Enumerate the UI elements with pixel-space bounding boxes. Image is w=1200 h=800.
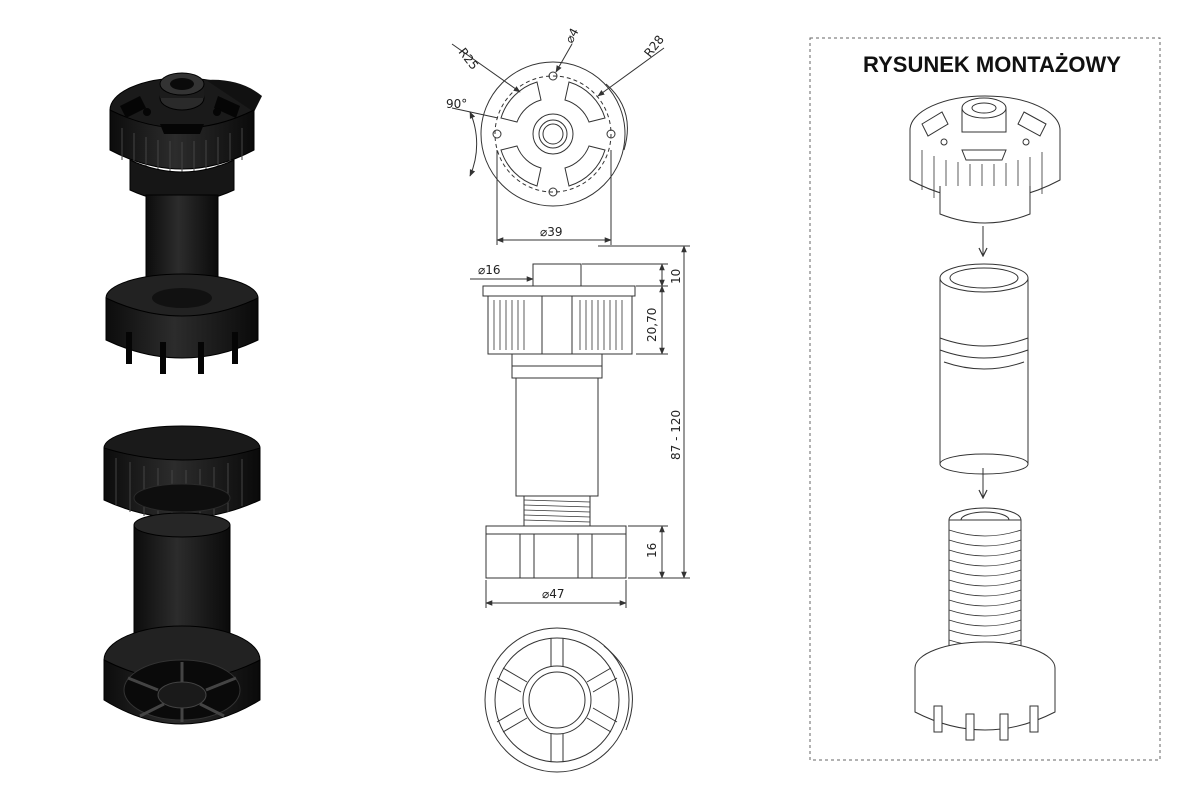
dim-top-height: 10 — [669, 269, 683, 284]
dim-base-height: 16 — [645, 543, 659, 558]
dim-angle: 90° — [446, 97, 467, 111]
dim-top-diameter: ⌀16 — [478, 263, 501, 277]
assembly-tube-part — [939, 263, 1029, 475]
bottom-view-drawing — [484, 627, 633, 773]
dim-diameter-39: ⌀39 — [540, 225, 563, 239]
dim-r28: R28 — [641, 33, 667, 60]
dim-head-height: 20,70 — [645, 308, 659, 342]
product-render-top — [105, 72, 262, 374]
dim-base-diameter: ⌀47 — [542, 587, 565, 601]
top-view-drawing — [451, 43, 665, 245]
assembly-title: RYSUNEK MONTAŻOWY — [863, 52, 1121, 77]
assembly-screw-part — [914, 507, 1056, 741]
assembly-panel: RYSUNEK MONTAŻOWY — [809, 37, 1161, 761]
assembly-head-part — [909, 95, 1061, 224]
product-render-bottom — [103, 425, 261, 725]
side-view-drawing — [470, 245, 690, 608]
dim-total-height: 87 - 120 — [669, 410, 683, 460]
dim-hole: ⌀4 — [562, 26, 581, 46]
